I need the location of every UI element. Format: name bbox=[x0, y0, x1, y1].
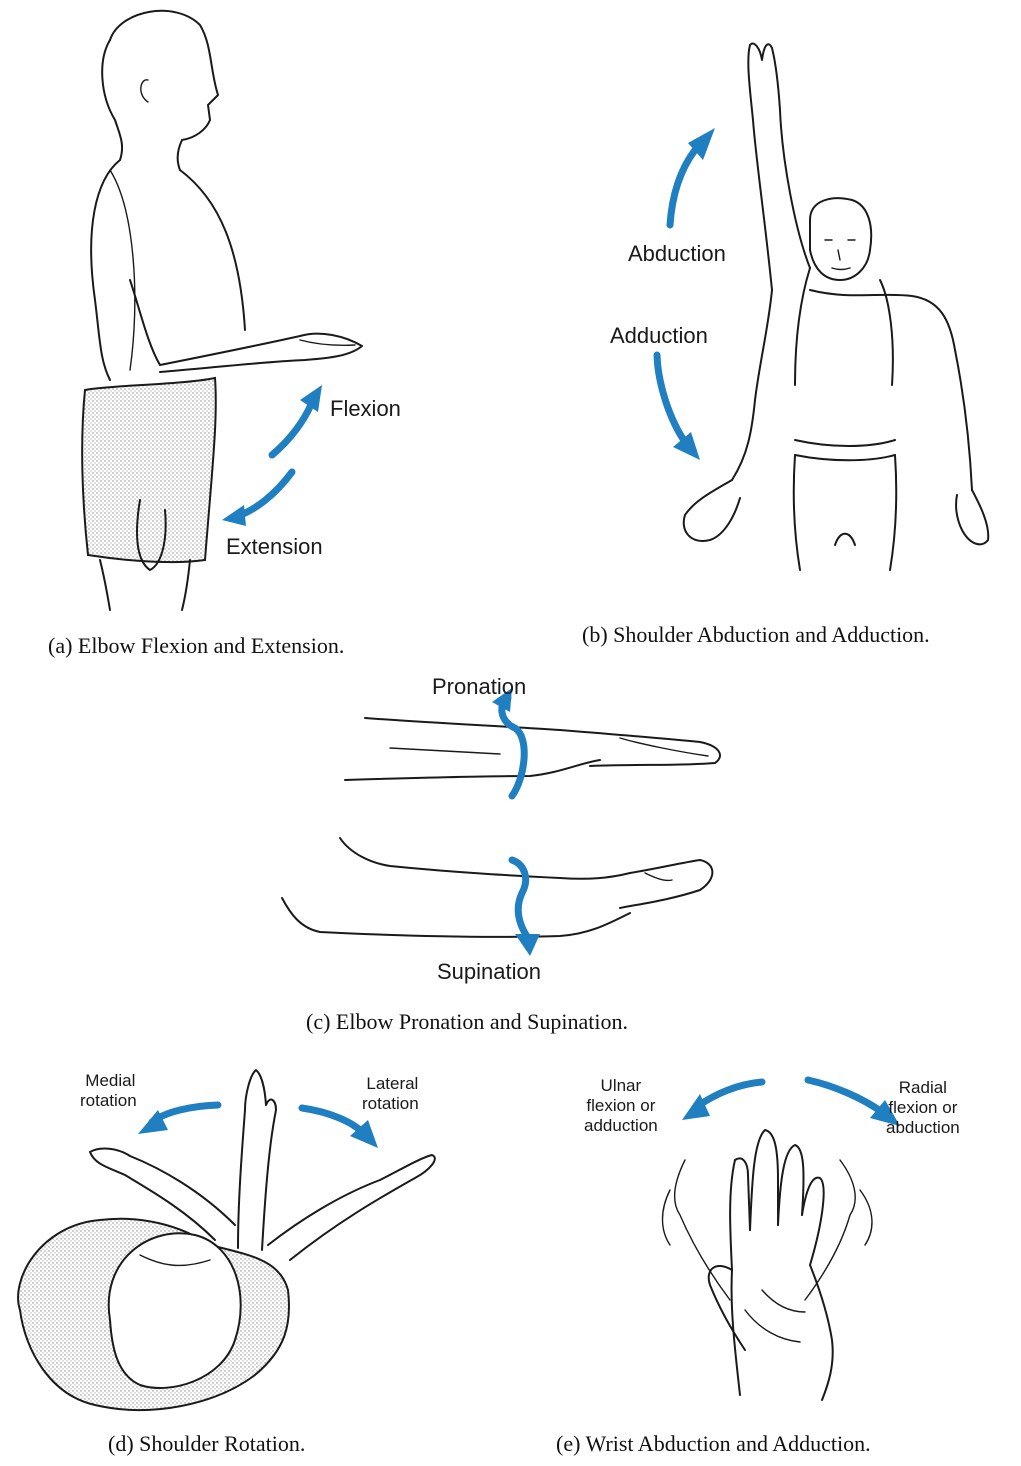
caption-b: (b) Shoulder Abduction and Adduction. bbox=[582, 622, 930, 648]
panel-wrist-abduction: Ulnar flexion or adduction Radial flexio… bbox=[510, 1050, 1021, 1466]
label-adduction: Adduction bbox=[610, 323, 708, 349]
caption-d: (d) Shoulder Rotation. bbox=[108, 1431, 305, 1457]
label-ulnar-line2: flexion or bbox=[584, 1096, 658, 1116]
figure-standing-front-view bbox=[510, 0, 1021, 600]
label-radial-line2: flexion or bbox=[886, 1098, 960, 1118]
label-radial-line3: abduction bbox=[886, 1118, 960, 1138]
label-radial-line1: Radial bbox=[886, 1078, 960, 1098]
panel-shoulder-abduction: Abduction Adduction (b) Shoulder Abducti… bbox=[510, 0, 1021, 670]
figure-standing-side-view bbox=[0, 0, 500, 620]
label-ulnar-line3: adduction bbox=[584, 1116, 658, 1136]
label-lateral-line2: rotation bbox=[362, 1094, 419, 1114]
label-pronation: Pronation bbox=[432, 674, 526, 700]
label-medial-line2: rotation bbox=[80, 1091, 137, 1111]
figure-top-view-rotation bbox=[0, 1050, 500, 1420]
label-medial-rotation: Medial rotation bbox=[80, 1071, 137, 1111]
panel-shoulder-rotation: Medial rotation Lateral rotation (d) Sho… bbox=[0, 1050, 500, 1466]
label-supination: Supination bbox=[437, 959, 541, 985]
label-lateral-rotation: Lateral rotation bbox=[362, 1074, 419, 1114]
label-extension: Extension bbox=[226, 534, 323, 560]
label-lateral-line1: Lateral bbox=[362, 1074, 419, 1094]
label-radial-flexion: Radial flexion or abduction bbox=[886, 1078, 960, 1138]
label-ulnar-line1: Ulnar bbox=[584, 1076, 658, 1096]
label-ulnar-flexion: Ulnar flexion or adduction bbox=[584, 1076, 658, 1136]
panel-pronation-supination: Pronation Supination (c) Elbow Pronation… bbox=[260, 668, 760, 1048]
figure-forearms bbox=[260, 668, 760, 988]
panel-elbow-flexion: Flexion Extension (a) Elbow Flexion and … bbox=[0, 0, 500, 670]
caption-e: (e) Wrist Abduction and Adduction. bbox=[556, 1431, 871, 1457]
label-flexion: Flexion bbox=[330, 396, 401, 422]
caption-c: (c) Elbow Pronation and Supination. bbox=[306, 1009, 628, 1035]
label-medial-line1: Medial bbox=[80, 1071, 137, 1091]
label-abduction: Abduction bbox=[628, 241, 726, 267]
caption-a: (a) Elbow Flexion and Extension. bbox=[48, 633, 344, 659]
